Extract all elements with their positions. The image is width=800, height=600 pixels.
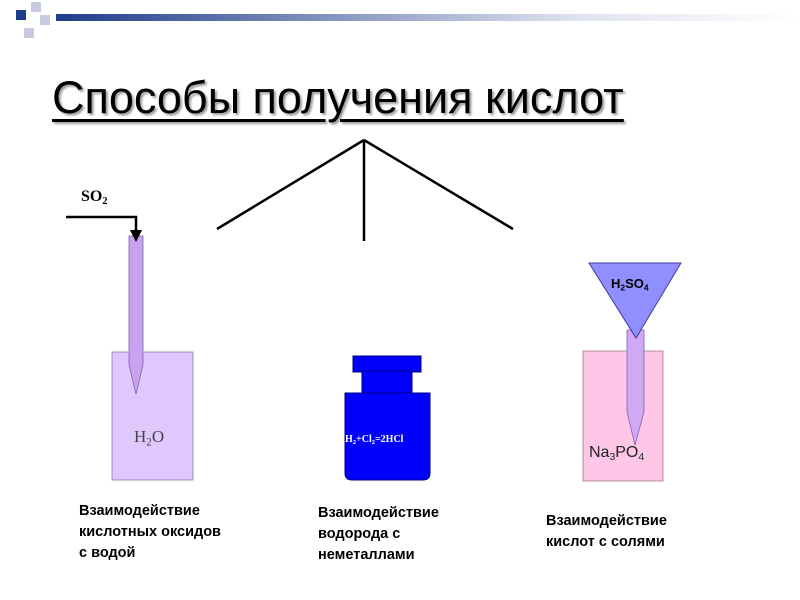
left-caption-line-2: кислотных оксидов bbox=[79, 524, 221, 540]
left-caption: Взаимодействие кислотных оксидов с водой bbox=[79, 501, 221, 564]
bottle-neck bbox=[361, 370, 413, 394]
bottle-body bbox=[344, 392, 431, 481]
corner-square-3 bbox=[40, 15, 50, 25]
middle-caption-line-1: Взаимодействие bbox=[318, 505, 439, 521]
right-caption-line-2: кислот с солями bbox=[546, 534, 665, 550]
left-beaker bbox=[111, 351, 194, 481]
left-liquid-formula: H2O bbox=[134, 427, 165, 449]
middle-caption-line-2: водорода с bbox=[318, 526, 401, 542]
right-caption: Взаимодействие кислот с солями bbox=[546, 511, 667, 553]
bottle-equation: H2+Cl2=2HCl bbox=[345, 434, 404, 446]
left-tube bbox=[128, 235, 144, 395]
gas-inlet-line bbox=[66, 215, 138, 232]
branch-lines bbox=[216, 138, 514, 241]
funnel-formula: H2SO4 bbox=[611, 276, 649, 293]
right-caption-line-1: Взаимодействие bbox=[546, 513, 667, 529]
bottle-cap-top bbox=[352, 355, 422, 373]
left-caption-line-3: с водой bbox=[79, 545, 136, 561]
corner-square-2 bbox=[31, 2, 41, 12]
funnel-icon bbox=[588, 262, 682, 339]
right-salt-formula: Na3PO4 bbox=[589, 444, 645, 464]
slide-title: Способы получения кислот bbox=[52, 72, 624, 123]
corner-square-1 bbox=[16, 10, 26, 20]
left-caption-line-1: Взаимодействие bbox=[79, 503, 200, 519]
gas-inlet-arrow-icon bbox=[130, 230, 142, 242]
middle-caption: Взаимодействие водорода с неметаллами bbox=[318, 503, 439, 566]
header-gradient-bar bbox=[56, 14, 800, 21]
middle-caption-line-3: неметаллами bbox=[318, 547, 415, 563]
corner-square-4 bbox=[24, 28, 34, 38]
gas-formula: SO2 bbox=[81, 188, 108, 208]
right-beaker bbox=[582, 350, 664, 482]
